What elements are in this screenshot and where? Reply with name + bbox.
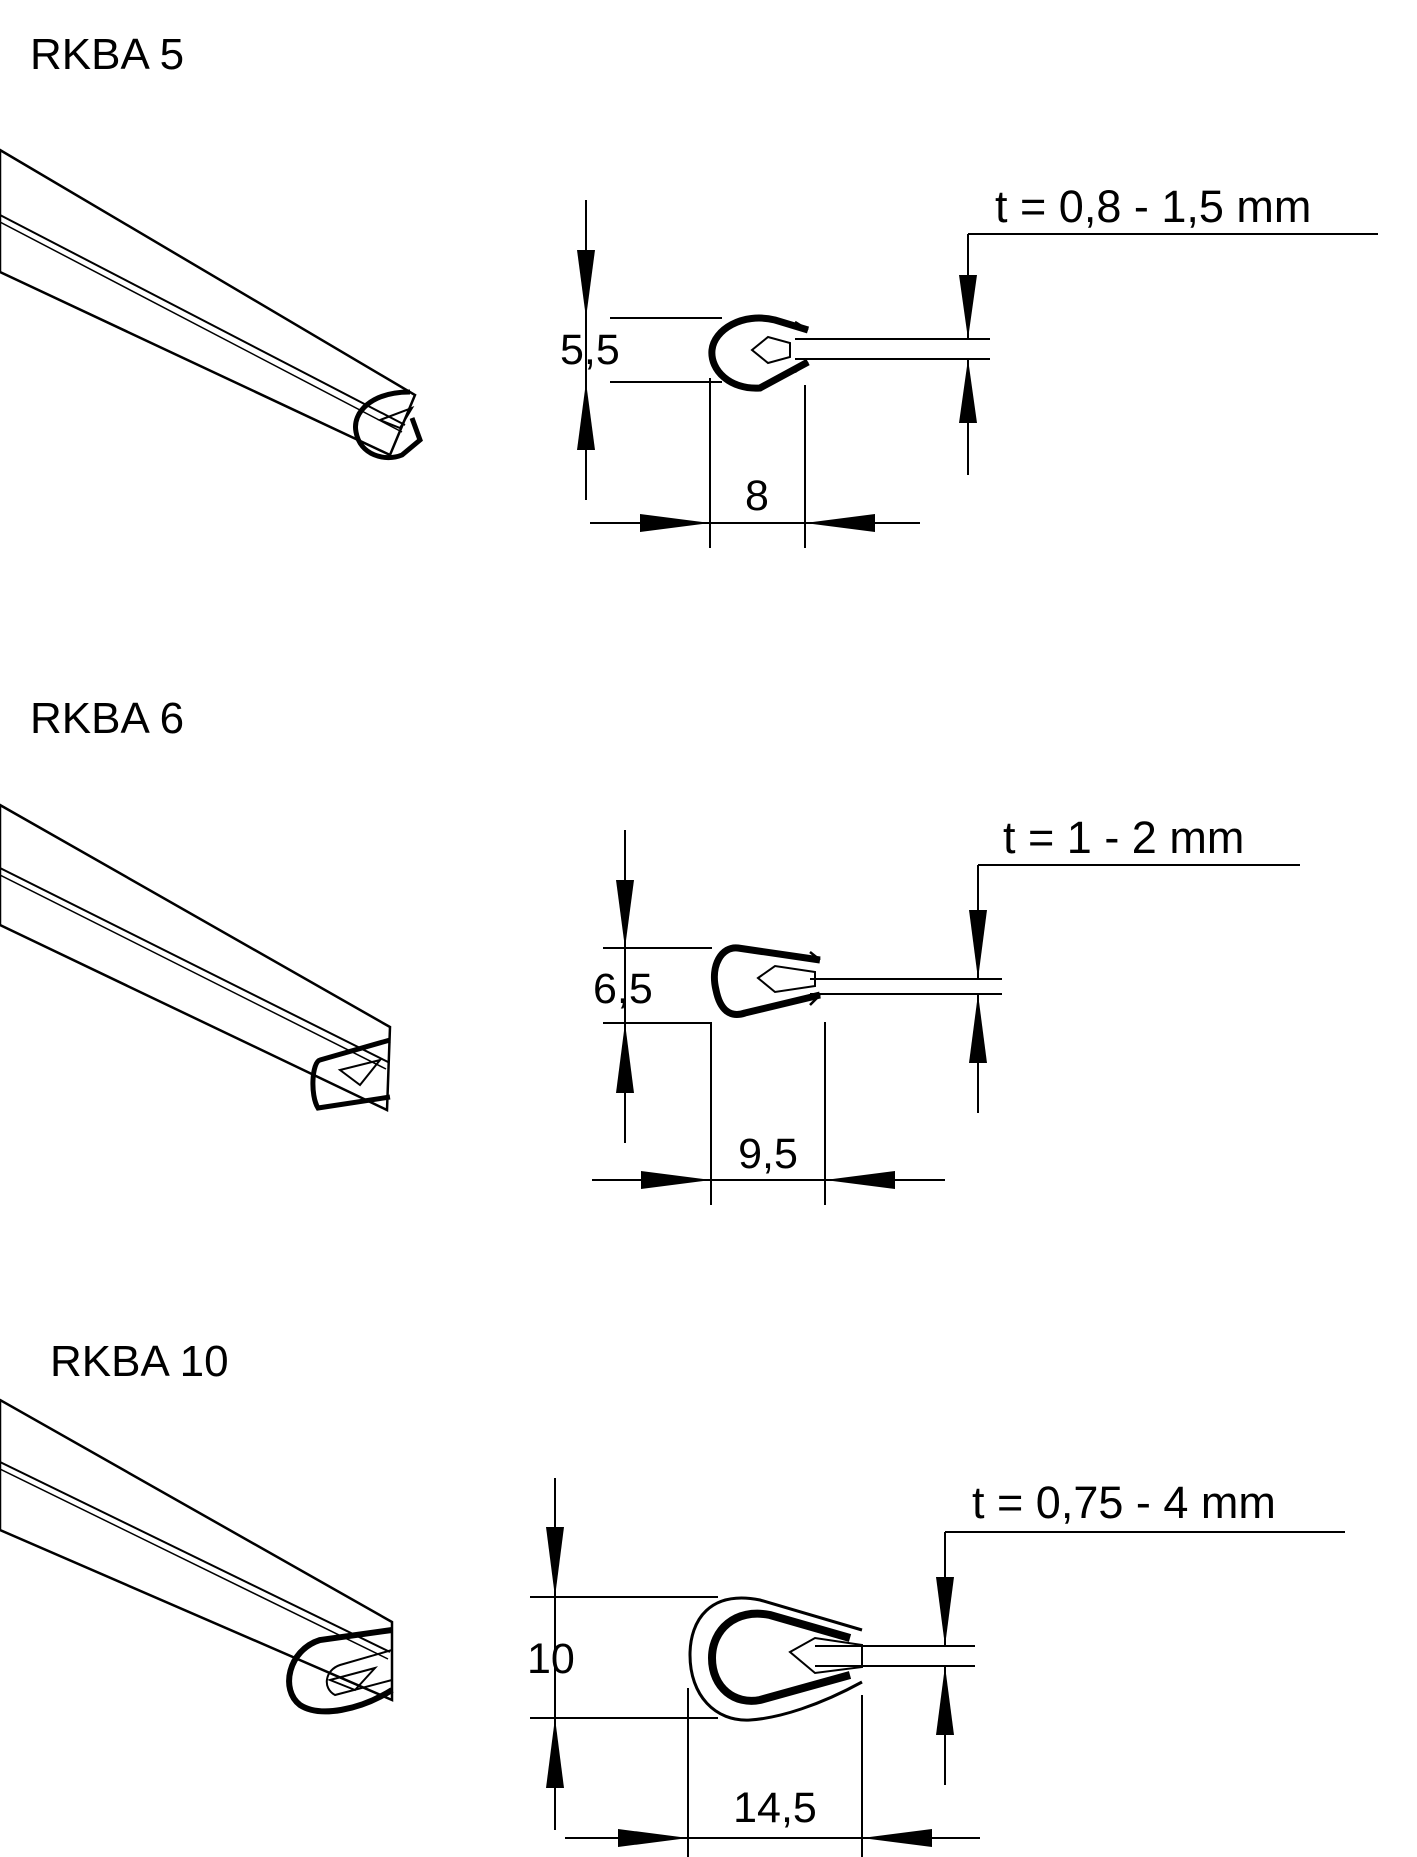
height-dimension: 10 xyxy=(527,1478,718,1830)
thickness-dimension: t = 1 - 2 mm xyxy=(810,812,1300,1113)
thickness-dimension: t = 0,75 - 4 mm xyxy=(815,1477,1345,1785)
width-label: 9,5 xyxy=(738,1130,798,1178)
width-dimension: 8 xyxy=(590,378,920,548)
arrow-right-icon xyxy=(618,1829,688,1847)
arrow-down-icon xyxy=(577,250,595,318)
profile-strip-perspective xyxy=(0,803,392,1112)
profile-cross-section xyxy=(708,314,810,392)
section-title: RKBA 5 xyxy=(30,30,184,79)
arrow-up-icon xyxy=(616,1023,634,1093)
section-rkba-10: RKBA 10 10 14,5 xyxy=(0,1337,1345,1857)
arrow-up-icon xyxy=(577,382,595,450)
thickness-label: t = 0,75 - 4 mm xyxy=(972,1477,1276,1528)
arrow-down-icon xyxy=(969,910,987,979)
section-title: RKBA 6 xyxy=(30,694,184,743)
arrow-up-icon xyxy=(936,1666,954,1735)
arrow-down-icon xyxy=(959,275,977,339)
thickness-label: t = 1 - 2 mm xyxy=(1003,812,1244,863)
arrow-down-icon xyxy=(936,1577,954,1646)
section-rkba-5: RKBA 5 5,5 8 xyxy=(0,30,1378,548)
thickness-label: t = 0,8 - 1,5 mm xyxy=(995,181,1311,232)
arrow-right-icon xyxy=(640,514,710,532)
height-label: 5,5 xyxy=(560,326,620,374)
arrow-up-icon xyxy=(546,1718,564,1788)
height-dimension: 5,5 xyxy=(560,200,722,500)
arrow-left-icon xyxy=(862,1829,932,1847)
profile-cross-section xyxy=(688,1596,863,1722)
width-label: 8 xyxy=(745,472,769,520)
arrow-down-icon xyxy=(546,1527,564,1597)
profile-strip-perspective xyxy=(0,1398,394,1715)
height-label: 10 xyxy=(527,1635,575,1683)
thickness-dimension: t = 0,8 - 1,5 mm xyxy=(795,181,1378,475)
arrow-up-icon xyxy=(959,359,977,423)
width-dimension: 9,5 xyxy=(592,1022,945,1205)
arrow-right-icon xyxy=(641,1171,711,1189)
arrow-down-icon xyxy=(616,880,634,948)
section-title: RKBA 10 xyxy=(50,1337,229,1386)
height-dimension: 6,5 xyxy=(593,830,712,1143)
height-label: 6,5 xyxy=(593,965,653,1013)
width-dimension: 14,5 xyxy=(565,1688,980,1857)
arrow-up-icon xyxy=(969,994,987,1063)
profile-strip-perspective xyxy=(0,148,423,461)
profile-cross-section xyxy=(711,944,821,1018)
arrow-left-icon xyxy=(825,1171,895,1189)
width-label: 14,5 xyxy=(733,1784,817,1832)
section-rkba-6: RKBA 6 6,5 9,5 xyxy=(0,694,1300,1205)
arrow-left-icon xyxy=(805,514,875,532)
